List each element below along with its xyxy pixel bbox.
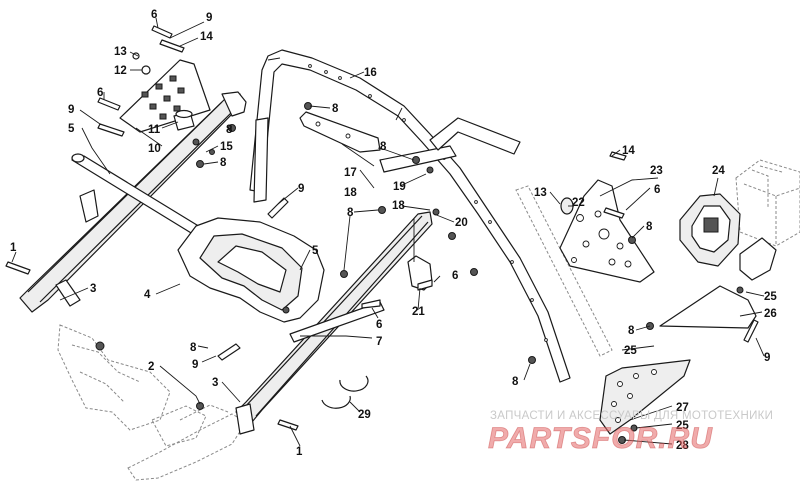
callout-9-low: 9 — [192, 359, 198, 371]
callout-25-c: 25 — [676, 420, 689, 432]
callout-5-left: 5 — [68, 123, 75, 135]
ghost-lower-left-bracket — [57, 324, 171, 431]
callout-8-d: 8 — [380, 141, 387, 153]
hose-clamps — [321, 375, 369, 409]
fasteners — [5, 25, 759, 444]
callout-9-right: 9 — [764, 352, 770, 364]
callout-3-low: 3 — [212, 377, 218, 389]
callout-6-right: 6 — [654, 184, 660, 196]
right-cross-bracket — [659, 285, 757, 329]
rubber-isolator — [173, 109, 195, 131]
callout-16: 16 — [364, 67, 377, 79]
callout-8-h: 8 — [628, 325, 635, 337]
callout-23: 23 — [650, 165, 663, 177]
callout-15: 15 — [220, 141, 233, 153]
callout-5-mid: 5 — [312, 245, 319, 257]
callout-6-left: 6 — [97, 87, 103, 99]
watermark: ЗАПЧАСТИ И АКСЕССУАРЫ ДЛЯ МОТОТЕХНИКИ PA… — [488, 410, 773, 455]
callout-8-a: 8 — [226, 124, 233, 136]
callout-28: 28 — [676, 440, 689, 452]
callout-6-b: 6 — [452, 270, 458, 282]
callout-9-top: 9 — [206, 12, 212, 24]
lower-crossbar — [235, 211, 433, 435]
callout-13-left: 13 — [114, 46, 127, 58]
callout-11: 11 — [148, 124, 161, 136]
frame-mount-bracket — [299, 111, 381, 153]
callout-8-c: 8 — [332, 103, 339, 115]
tube-holes — [308, 64, 548, 342]
callout-13-right: 13 — [534, 187, 547, 199]
callout-18-b: 18 — [392, 200, 405, 212]
callout-25-b: 25 — [624, 345, 637, 357]
callout-8-g: 8 — [646, 221, 653, 233]
watermark-logo: PARTSFOR.RU — [488, 422, 713, 455]
center-shroud-panel — [177, 217, 325, 323]
bottom-right-plate — [599, 359, 691, 435]
callout-1-left: 1 — [10, 242, 17, 254]
upper-left-mount-plate — [119, 59, 211, 133]
leader-lines — [11, 17, 765, 447]
callout-8-e: 8 — [347, 207, 354, 219]
watermark-tagline: ЗАПЧАСТИ И АКСЕССУАРЫ ДЛЯ МОТОТЕХНИКИ — [490, 410, 773, 422]
callout-1-low: 1 — [296, 446, 303, 458]
callout-29: 29 — [358, 409, 371, 421]
ghost-right-vertical-bar — [515, 185, 613, 357]
callout-12: 12 — [114, 65, 127, 77]
callout-14-right: 14 — [622, 145, 635, 157]
callout-6-top: 6 — [151, 9, 157, 21]
callout-8-f: 8 — [190, 342, 197, 354]
callout-19: 19 — [393, 181, 406, 193]
right-steering-plate — [559, 179, 655, 283]
callout-6-mid: 6 — [376, 319, 382, 331]
callout-14-top: 14 — [200, 31, 213, 43]
upper-frame-tube — [249, 49, 571, 383]
callout-27: 27 — [676, 402, 689, 414]
callout-22: 22 — [572, 197, 585, 209]
callout-2: 2 — [148, 361, 154, 373]
left-side-rail — [19, 93, 243, 313]
crossbar-brace — [289, 301, 385, 343]
callout-8-b: 8 — [220, 157, 227, 169]
ghost-right-electrical-box — [735, 159, 800, 247]
callout-7: 7 — [376, 336, 382, 348]
left-vertical-strut — [253, 117, 269, 203]
callout-18-a: 18 — [344, 187, 357, 199]
left-rail-end-cap — [221, 91, 247, 117]
callout-21: 21 — [412, 306, 425, 318]
callout-17: 17 — [344, 167, 357, 179]
ghost-lower-brace — [127, 404, 247, 481]
callout-9-mid: 9 — [298, 183, 304, 195]
callout-24: 24 — [712, 165, 725, 177]
callout-10: 10 — [148, 143, 161, 155]
callout-20: 20 — [455, 217, 468, 229]
callout-26: 26 — [764, 308, 777, 320]
callout-3-left: 3 — [90, 283, 96, 295]
callout-9-left: 9 — [68, 104, 74, 116]
callout-25-a: 25 — [764, 291, 777, 303]
callout-labels: 6 9 14 13 12 6 9 5 11 10 8 15 8 16 8 17 … — [10, 9, 777, 458]
ghost-lower-left-block — [151, 405, 207, 447]
tie-rod-bracket — [79, 189, 99, 223]
callout-4: 4 — [144, 289, 151, 301]
callout-8-i: 8 — [512, 376, 519, 388]
steering-column-housing — [679, 193, 777, 281]
